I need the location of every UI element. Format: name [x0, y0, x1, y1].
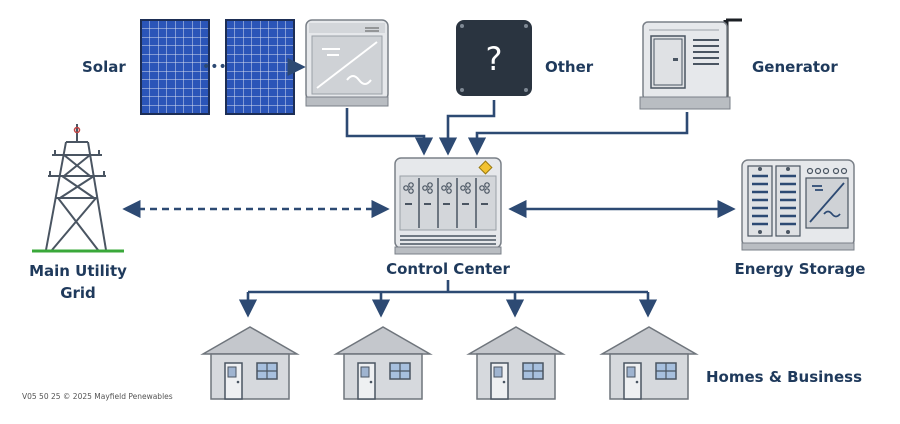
other-label: Other [545, 58, 594, 76]
grid-label-line2: Grid [60, 284, 96, 302]
house-icon-1 [202, 326, 298, 400]
house-icon-4 [601, 326, 697, 400]
generator-to-control-arrow [467, 112, 689, 156]
footer-text: V05 50 25 © 2025 Mayfield Penewables [22, 392, 173, 401]
generator-icon [639, 18, 742, 110]
solar-ellipsis: ••• [202, 59, 227, 75]
transmission-tower-icon [45, 124, 107, 251]
grid-label-line1: Main Utility [29, 262, 127, 280]
energy-storage-icon [741, 159, 855, 251]
control-center-icon [394, 157, 502, 255]
other-source-icon: ? [456, 20, 532, 96]
solar-label: Solar [82, 58, 126, 76]
inverter-icon [305, 19, 389, 107]
homes-label: Homes & Business [706, 368, 862, 386]
solar-panel-2 [225, 19, 295, 115]
solar-panel-1 [140, 19, 210, 115]
house-icon-2 [335, 326, 431, 400]
control-center-label: Control Center [386, 260, 510, 278]
energy-storage-label: Energy Storage [735, 260, 866, 278]
other-to-control-arrow [438, 100, 496, 156]
generator-label: Generator [752, 58, 838, 76]
inverter-to-control-arrow [345, 108, 434, 156]
house-icon-3 [468, 326, 564, 400]
other-question-mark: ? [486, 40, 503, 78]
